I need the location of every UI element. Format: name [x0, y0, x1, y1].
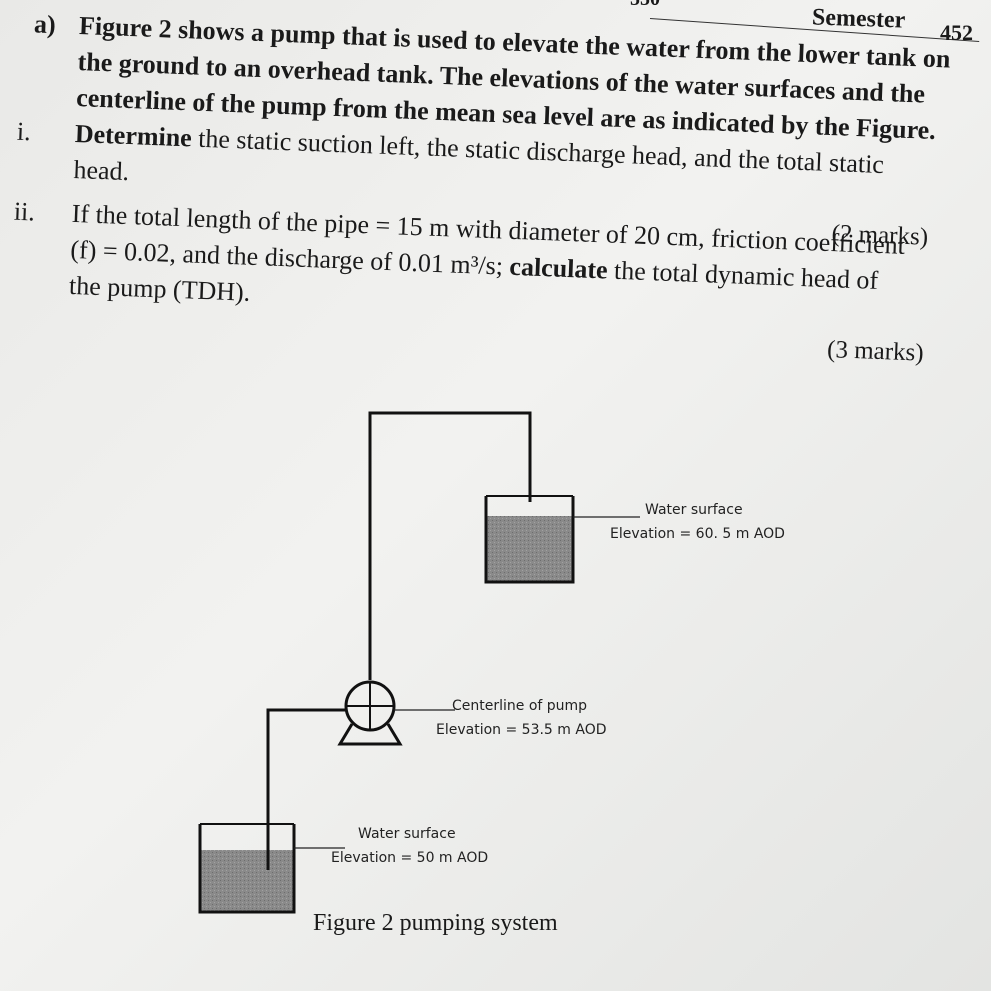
- pump-base: [337, 723, 403, 746]
- question-i-bold: Determine: [74, 118, 193, 153]
- question-i-label: i.: [16, 116, 32, 147]
- upper-tank-water: [486, 516, 573, 582]
- suction-pipe-line: [266, 708, 346, 870]
- lower-tank: [198, 823, 345, 914]
- pump-centerline-label: Centerline of pump: [452, 698, 588, 714]
- lower-tank-walls: [198, 824, 296, 914]
- header-semester: Semester: [811, 4, 906, 34]
- discharge-pipe: [368, 411, 532, 680]
- question-ii-bold: calculate: [508, 251, 609, 285]
- lower-elevation-label: Elevation = 50 m AOD: [331, 850, 489, 866]
- figure-2: Water surface Elevation = 60. 5 m AOD Ce…: [0, 380, 991, 991]
- upper-tank: [484, 495, 640, 584]
- question-a-label: a): [33, 9, 57, 40]
- question-i-line2: head.: [72, 154, 130, 187]
- question-ii-label: ii.: [13, 196, 36, 227]
- figure-caption: Figure 2 pumping system: [313, 910, 558, 936]
- discharge-pipe-line: [368, 411, 532, 680]
- upper-tank-walls: [484, 496, 575, 584]
- upper-elevation-label: Elevation = 60. 5 m AOD: [610, 526, 785, 542]
- pumping-system-diagram: [198, 411, 640, 914]
- page-header: 550 Semester 452: [0, 0, 991, 60]
- pump: [337, 680, 455, 746]
- question-ii-line3: the pump (TDH).: [68, 270, 251, 307]
- page-number: 452: [940, 20, 973, 45]
- upper-water-surface-label: Water surface: [645, 502, 743, 518]
- question-ii-line2-b: the total dynamic head of: [613, 255, 879, 295]
- suction-pipe: [266, 708, 346, 870]
- question-ii-marks: (3 marks): [826, 336, 925, 367]
- lower-water-surface-label: Water surface: [358, 826, 456, 842]
- lower-tank-water: [200, 850, 294, 912]
- pump-elevation-label: Elevation = 53.5 m AOD: [436, 722, 607, 738]
- header-top-fragment: 550: [630, 0, 660, 11]
